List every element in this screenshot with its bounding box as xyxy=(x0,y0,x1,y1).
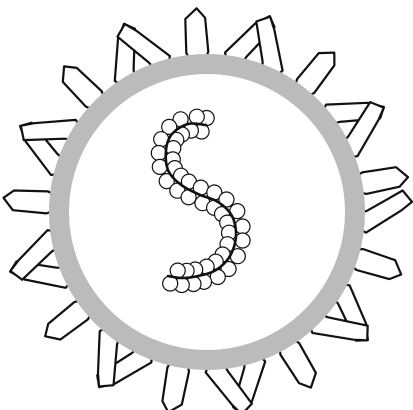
genome-bead xyxy=(151,146,166,161)
genome-bead xyxy=(189,109,204,124)
genome-bead xyxy=(235,233,250,248)
